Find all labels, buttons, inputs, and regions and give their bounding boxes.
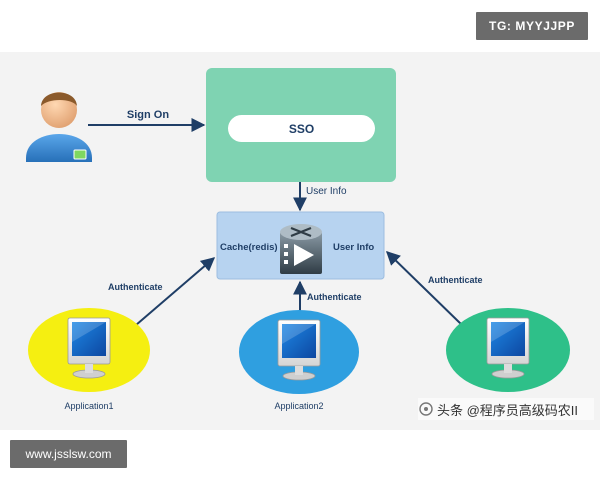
bottom-source-tag: www.jsslsw.com bbox=[10, 440, 127, 468]
user-info-label-vertical: User Info bbox=[306, 186, 347, 197]
monitor-icon bbox=[277, 319, 321, 381]
sso-pill bbox=[228, 115, 375, 142]
application2-label: Application2 bbox=[274, 401, 323, 411]
watermark: 头条 @程序员高级码农II bbox=[418, 398, 594, 420]
top-source-tag: TG: MYYJJPP bbox=[476, 12, 588, 40]
authenticate-arrow-right bbox=[385, 251, 463, 326]
user-info-label-cache: User Info bbox=[333, 242, 374, 253]
watermark-text: 头条 @程序员高级码农II bbox=[437, 402, 579, 418]
sign-on-label: Sign On bbox=[127, 109, 169, 121]
authenticate-arrow-left bbox=[135, 257, 216, 326]
monitor-icon bbox=[486, 317, 530, 379]
router-icon bbox=[280, 224, 322, 274]
watermark-logo-icon bbox=[419, 402, 433, 416]
application1-label: Application1 bbox=[64, 401, 113, 411]
cache-label: Cache(redis) bbox=[220, 242, 278, 253]
authenticate-label-center: Authenticate bbox=[307, 292, 362, 302]
monitor-icon bbox=[67, 317, 111, 379]
sso-label: SSO bbox=[289, 122, 314, 136]
authenticate-label-left: Authenticate bbox=[108, 282, 163, 292]
authenticate-label-right: Authenticate bbox=[428, 275, 483, 285]
user-icon bbox=[26, 92, 92, 162]
